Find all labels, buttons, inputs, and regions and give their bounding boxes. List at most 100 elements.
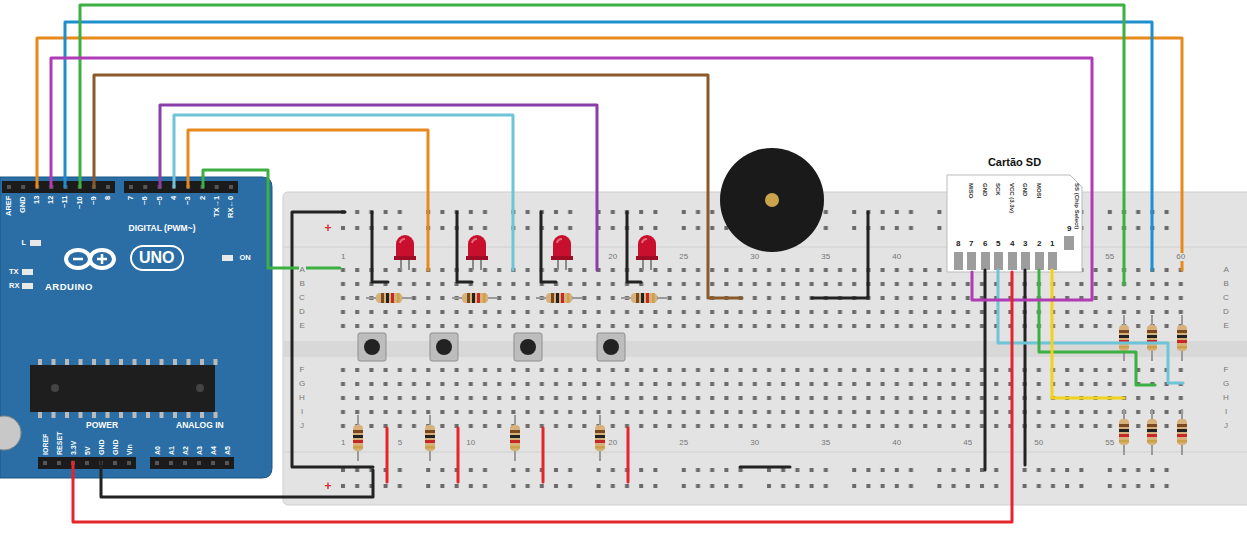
arduino-board-part-part bbox=[106, 185, 110, 189]
buzzer-part bbox=[720, 148, 824, 252]
pin-label: GND bbox=[112, 439, 119, 455]
buzzer bbox=[720, 148, 824, 252]
push-buttons-part bbox=[358, 333, 386, 361]
breadboard-label: A bbox=[299, 266, 306, 274]
arduino-board bbox=[0, 177, 272, 478]
arduino-board-part-part bbox=[101, 254, 104, 264]
sd-card-module-part-part bbox=[1064, 236, 1074, 250]
sd-pin-label: SCK bbox=[995, 183, 1001, 196]
arduino-board-part-part bbox=[160, 412, 164, 418]
led-row-part bbox=[551, 235, 573, 270]
breadboard-label: J bbox=[299, 422, 305, 430]
pin-label: ANALOG IN bbox=[176, 421, 224, 430]
arduino-board-part-part bbox=[43, 461, 47, 465]
pin-label: DIGITAL (PWM~) bbox=[129, 224, 196, 233]
pin-label: A1 bbox=[168, 446, 175, 455]
breadboard-label: E bbox=[299, 322, 306, 330]
pin-label: A2 bbox=[182, 446, 189, 455]
pin-label: TX bbox=[9, 268, 19, 276]
sd-pin-label: 2 bbox=[1037, 240, 1041, 248]
sd-card-module-part-part bbox=[994, 252, 1003, 270]
stubs bbox=[51, 177, 73, 478]
resistor-row-part bbox=[425, 415, 435, 461]
arduino-board-part-part bbox=[22, 269, 33, 275]
arduino-board-part-part bbox=[38, 412, 42, 418]
jumper-wires-part bbox=[188, 130, 428, 270]
pin-label: GND bbox=[19, 196, 27, 213]
arduino-board-part-part bbox=[200, 412, 204, 418]
arduino-board-part-part bbox=[106, 359, 110, 365]
sd-pin-label: 9 bbox=[1067, 225, 1071, 233]
pin-label: IOREF bbox=[42, 434, 49, 455]
arduino-board-part-part bbox=[173, 359, 177, 365]
resistor-row-part bbox=[536, 293, 582, 303]
pin-label: 8 bbox=[104, 196, 112, 200]
sd-pin-label: 1 bbox=[1050, 240, 1054, 248]
arduino-board-part-part bbox=[66, 250, 90, 268]
resistor-row-part bbox=[1147, 409, 1157, 455]
arduino-board-part bbox=[66, 250, 114, 268]
arduino-board-part-part bbox=[52, 359, 56, 365]
sd-pin-label: 7 bbox=[969, 240, 973, 248]
arduino-board-part bbox=[0, 177, 272, 478]
arduino-board-part-part bbox=[124, 181, 238, 193]
arduino-board-part-part bbox=[214, 412, 218, 418]
arduino-board-part-part bbox=[106, 412, 110, 418]
arduino-board-part-part bbox=[155, 461, 159, 465]
jumper-wires-part bbox=[174, 115, 513, 270]
model-badge: UNO bbox=[130, 245, 184, 271]
arduino-board-part-part bbox=[169, 461, 173, 465]
sd-pin-label: 6 bbox=[983, 240, 987, 248]
arduino-board-part-part bbox=[30, 240, 41, 246]
arduino-board-part-part bbox=[187, 412, 191, 418]
arduino-board-part-part bbox=[92, 359, 96, 365]
sd-card-module-part-part bbox=[1008, 252, 1017, 270]
sd-pin-label: GND bbox=[982, 183, 988, 196]
pin-label: Vin bbox=[126, 444, 133, 455]
arduino-board-part-part bbox=[143, 185, 147, 189]
arduino-board-part-part bbox=[119, 412, 123, 418]
breadboard-label: 25 bbox=[678, 439, 689, 447]
pin-label: 13 bbox=[33, 196, 41, 204]
push-buttons bbox=[358, 333, 625, 361]
led-row-part bbox=[466, 235, 488, 270]
breadboard-label: F bbox=[1223, 366, 1230, 374]
pin-label: ON bbox=[240, 254, 251, 262]
breadboard-label: 40 bbox=[891, 439, 902, 447]
breadboard-label: A bbox=[1223, 266, 1230, 274]
pin-label: AREF bbox=[5, 196, 13, 216]
breadboard-part bbox=[336, 263, 1188, 333]
board-text: UNO bbox=[139, 249, 175, 266]
arduino-board: ARDUINOUNO bbox=[0, 177, 272, 478]
jumper-wires-part bbox=[37, 38, 1182, 270]
sd-pin-label: MOSI bbox=[1036, 183, 1042, 198]
breadboard-label: G bbox=[1222, 380, 1230, 388]
sd-card-module-part-part bbox=[981, 252, 990, 270]
pin-label: TX→1 bbox=[213, 196, 221, 217]
resistor-row-part bbox=[353, 415, 363, 461]
breadboard-wires-part bbox=[292, 212, 373, 467]
breadboard-wires-part bbox=[812, 212, 868, 298]
arduino-board-part-part bbox=[133, 412, 137, 418]
breadboard-label: B bbox=[299, 280, 306, 288]
breadboard-label: 20 bbox=[607, 253, 618, 261]
arduino-board-part-part bbox=[229, 185, 233, 189]
arduino-board-part-part bbox=[160, 359, 164, 365]
arduino-board-part-part bbox=[146, 359, 150, 365]
breadboard-label: 1 bbox=[340, 439, 346, 447]
arduino-board-part-part bbox=[65, 359, 69, 365]
breadboard-label: 55 bbox=[1104, 253, 1115, 261]
pin-label: ~6 bbox=[141, 196, 149, 205]
pin-label: ~3 bbox=[184, 196, 192, 205]
pin-label: A5 bbox=[224, 446, 231, 455]
breadboard-label: 35 bbox=[820, 439, 831, 447]
pin-label: ~5 bbox=[156, 196, 164, 205]
breadboard-wires-part bbox=[387, 428, 628, 482]
push-buttons-part bbox=[430, 333, 458, 361]
arduino-board-part-part bbox=[211, 461, 215, 465]
breadboard-label: H bbox=[298, 394, 306, 402]
resistor-row bbox=[353, 293, 1187, 461]
arduino-board-part-part bbox=[38, 457, 136, 469]
arduino-board-part-part bbox=[119, 359, 123, 365]
